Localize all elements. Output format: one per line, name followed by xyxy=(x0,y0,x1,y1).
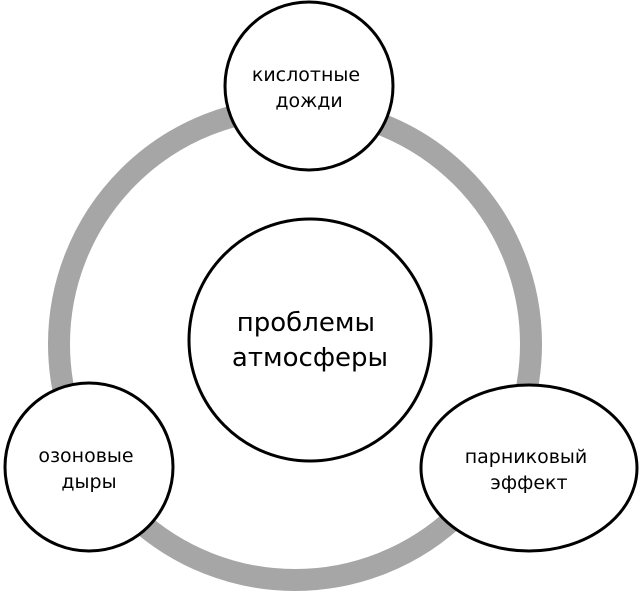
node-acid-rain-label-line2: дожди xyxy=(275,90,342,112)
node-greenhouse-effect-label: парниковый эффект xyxy=(465,446,594,494)
node-ozone-holes-label: озоновые дыры xyxy=(38,445,139,493)
node-greenhouse-effect-label-line2: эффект xyxy=(490,472,567,494)
node-acid-rain-circle xyxy=(223,0,395,172)
node-acid-rain: кислотные дожди xyxy=(223,0,395,172)
center-node: проблемы атмосферы xyxy=(187,217,433,463)
center-node-circle xyxy=(187,217,433,463)
node-greenhouse-effect-label-line1: парниковый xyxy=(465,446,588,468)
node-ozone-holes-label-line1: озоновые xyxy=(38,445,133,467)
node-greenhouse-effect-ellipse xyxy=(419,383,639,553)
node-greenhouse-effect: парниковый эффект xyxy=(419,383,639,553)
node-ozone-holes: озоновые дыры xyxy=(3,381,175,553)
center-node-label: проблемы атмосферы xyxy=(232,308,388,373)
node-acid-rain-label-line1: кислотные xyxy=(252,64,360,86)
node-acid-rain-label: кислотные дожди xyxy=(252,64,366,112)
center-node-label-line1: проблемы xyxy=(237,308,375,338)
center-node-label-line2: атмосферы xyxy=(232,343,388,373)
node-ozone-holes-circle xyxy=(3,381,175,553)
node-ozone-holes-label-line2: дыры xyxy=(61,471,116,493)
